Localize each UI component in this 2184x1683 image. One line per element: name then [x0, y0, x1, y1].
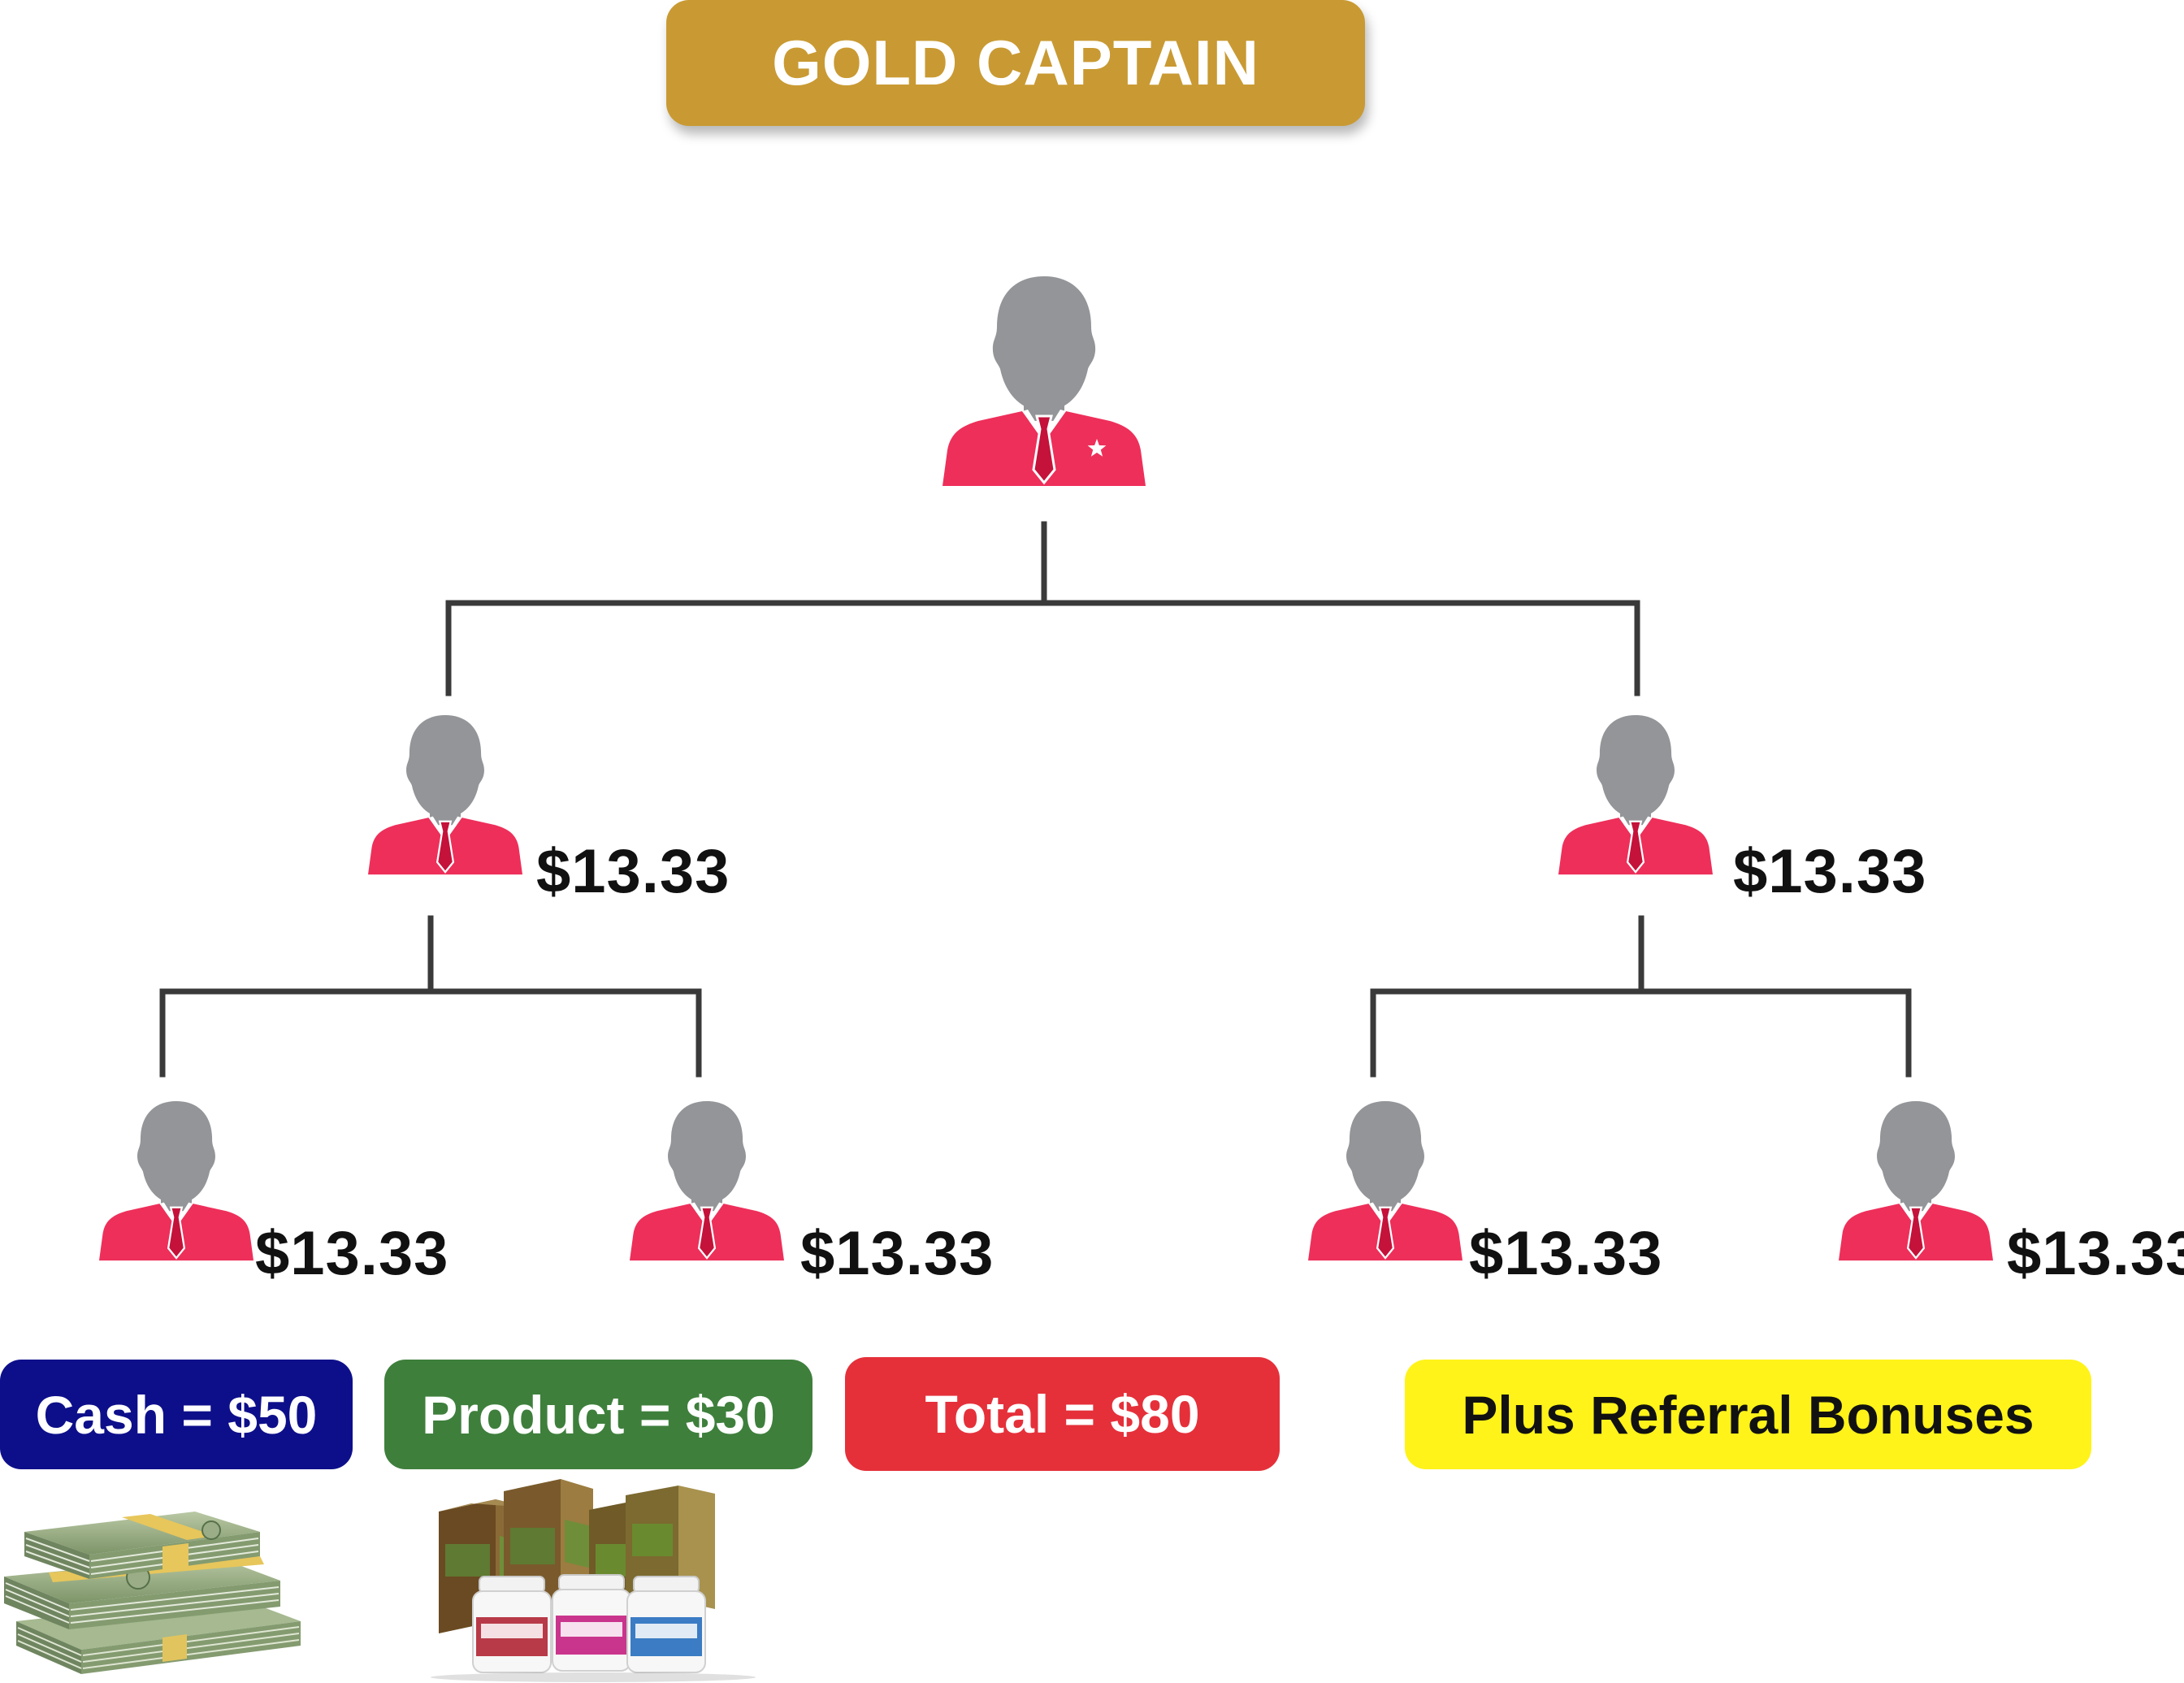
people-group: [99, 276, 1993, 1261]
money-bundle-top: [24, 1512, 260, 1579]
person-head-icon: [406, 715, 484, 818]
tie-icon: [1906, 1206, 1926, 1260]
page-title: GOLD CAPTAIN: [772, 27, 1259, 98]
tie-icon: [436, 820, 455, 874]
person-neck: [430, 808, 461, 826]
tie-icon: [697, 1206, 717, 1260]
person-neck: [1370, 1194, 1401, 1212]
person-neck: [1620, 808, 1651, 826]
total-badge: Total = $80: [845, 1357, 1280, 1471]
root-person-icon: [942, 276, 1146, 486]
star-icon: [1087, 439, 1107, 457]
level1-amount-left: $13.33: [536, 837, 730, 906]
person-head-icon: [1346, 1101, 1424, 1204]
title-banner: GOLD CAPTAIN: [666, 0, 1365, 126]
level2-person-icon-2: [630, 1101, 784, 1261]
level2-amount-4: $13.33: [2007, 1219, 2184, 1288]
level2-amount-2: $13.33: [800, 1219, 994, 1288]
product-badge: Product = $30: [384, 1360, 812, 1469]
person-neck: [691, 1194, 722, 1212]
level1-person-icon-right: [1558, 715, 1713, 875]
supplement-bottle-3: [626, 1576, 706, 1673]
level2-amount-3: $13.33: [1469, 1219, 1663, 1288]
product-label: Product = $30: [422, 1384, 775, 1445]
person-neck: [1024, 398, 1064, 421]
tie-icon: [1376, 1206, 1395, 1260]
connector-lines: [159, 521, 1912, 1078]
total-label: Total = $80: [925, 1384, 1200, 1444]
supplement-bottle-2: [552, 1574, 631, 1672]
level2-person-icon-1: [99, 1101, 254, 1261]
person-head-icon: [1877, 1101, 1955, 1204]
person-head-icon: [668, 1101, 746, 1204]
cash-label: Cash = $50: [35, 1384, 318, 1445]
referral-badge: Plus Referral Bonuses: [1405, 1360, 2091, 1469]
level2-person-icon-3: [1308, 1101, 1462, 1261]
level2-amount-1: $13.33: [255, 1219, 449, 1288]
level2-person-icon-4: [1839, 1101, 1993, 1261]
person-neck: [161, 1194, 192, 1212]
person-head-icon: [1597, 715, 1675, 818]
level1-amount-right: $13.33: [1733, 837, 1927, 906]
referral-label: Plus Referral Bonuses: [1462, 1384, 2034, 1445]
level1-person-icon-left: [368, 715, 522, 875]
cash-badge: Cash = $50: [0, 1360, 353, 1469]
person-neck: [1900, 1194, 1931, 1212]
tie-icon: [1032, 414, 1056, 485]
tie-icon: [167, 1206, 186, 1260]
supplement-bottle-1: [472, 1576, 552, 1673]
tie-icon: [1626, 820, 1645, 874]
money-stack-icon: [4, 1512, 301, 1674]
person-head-icon: [992, 276, 1096, 411]
tea-products-icon: [431, 1479, 756, 1682]
person-head-icon: [137, 1101, 215, 1204]
